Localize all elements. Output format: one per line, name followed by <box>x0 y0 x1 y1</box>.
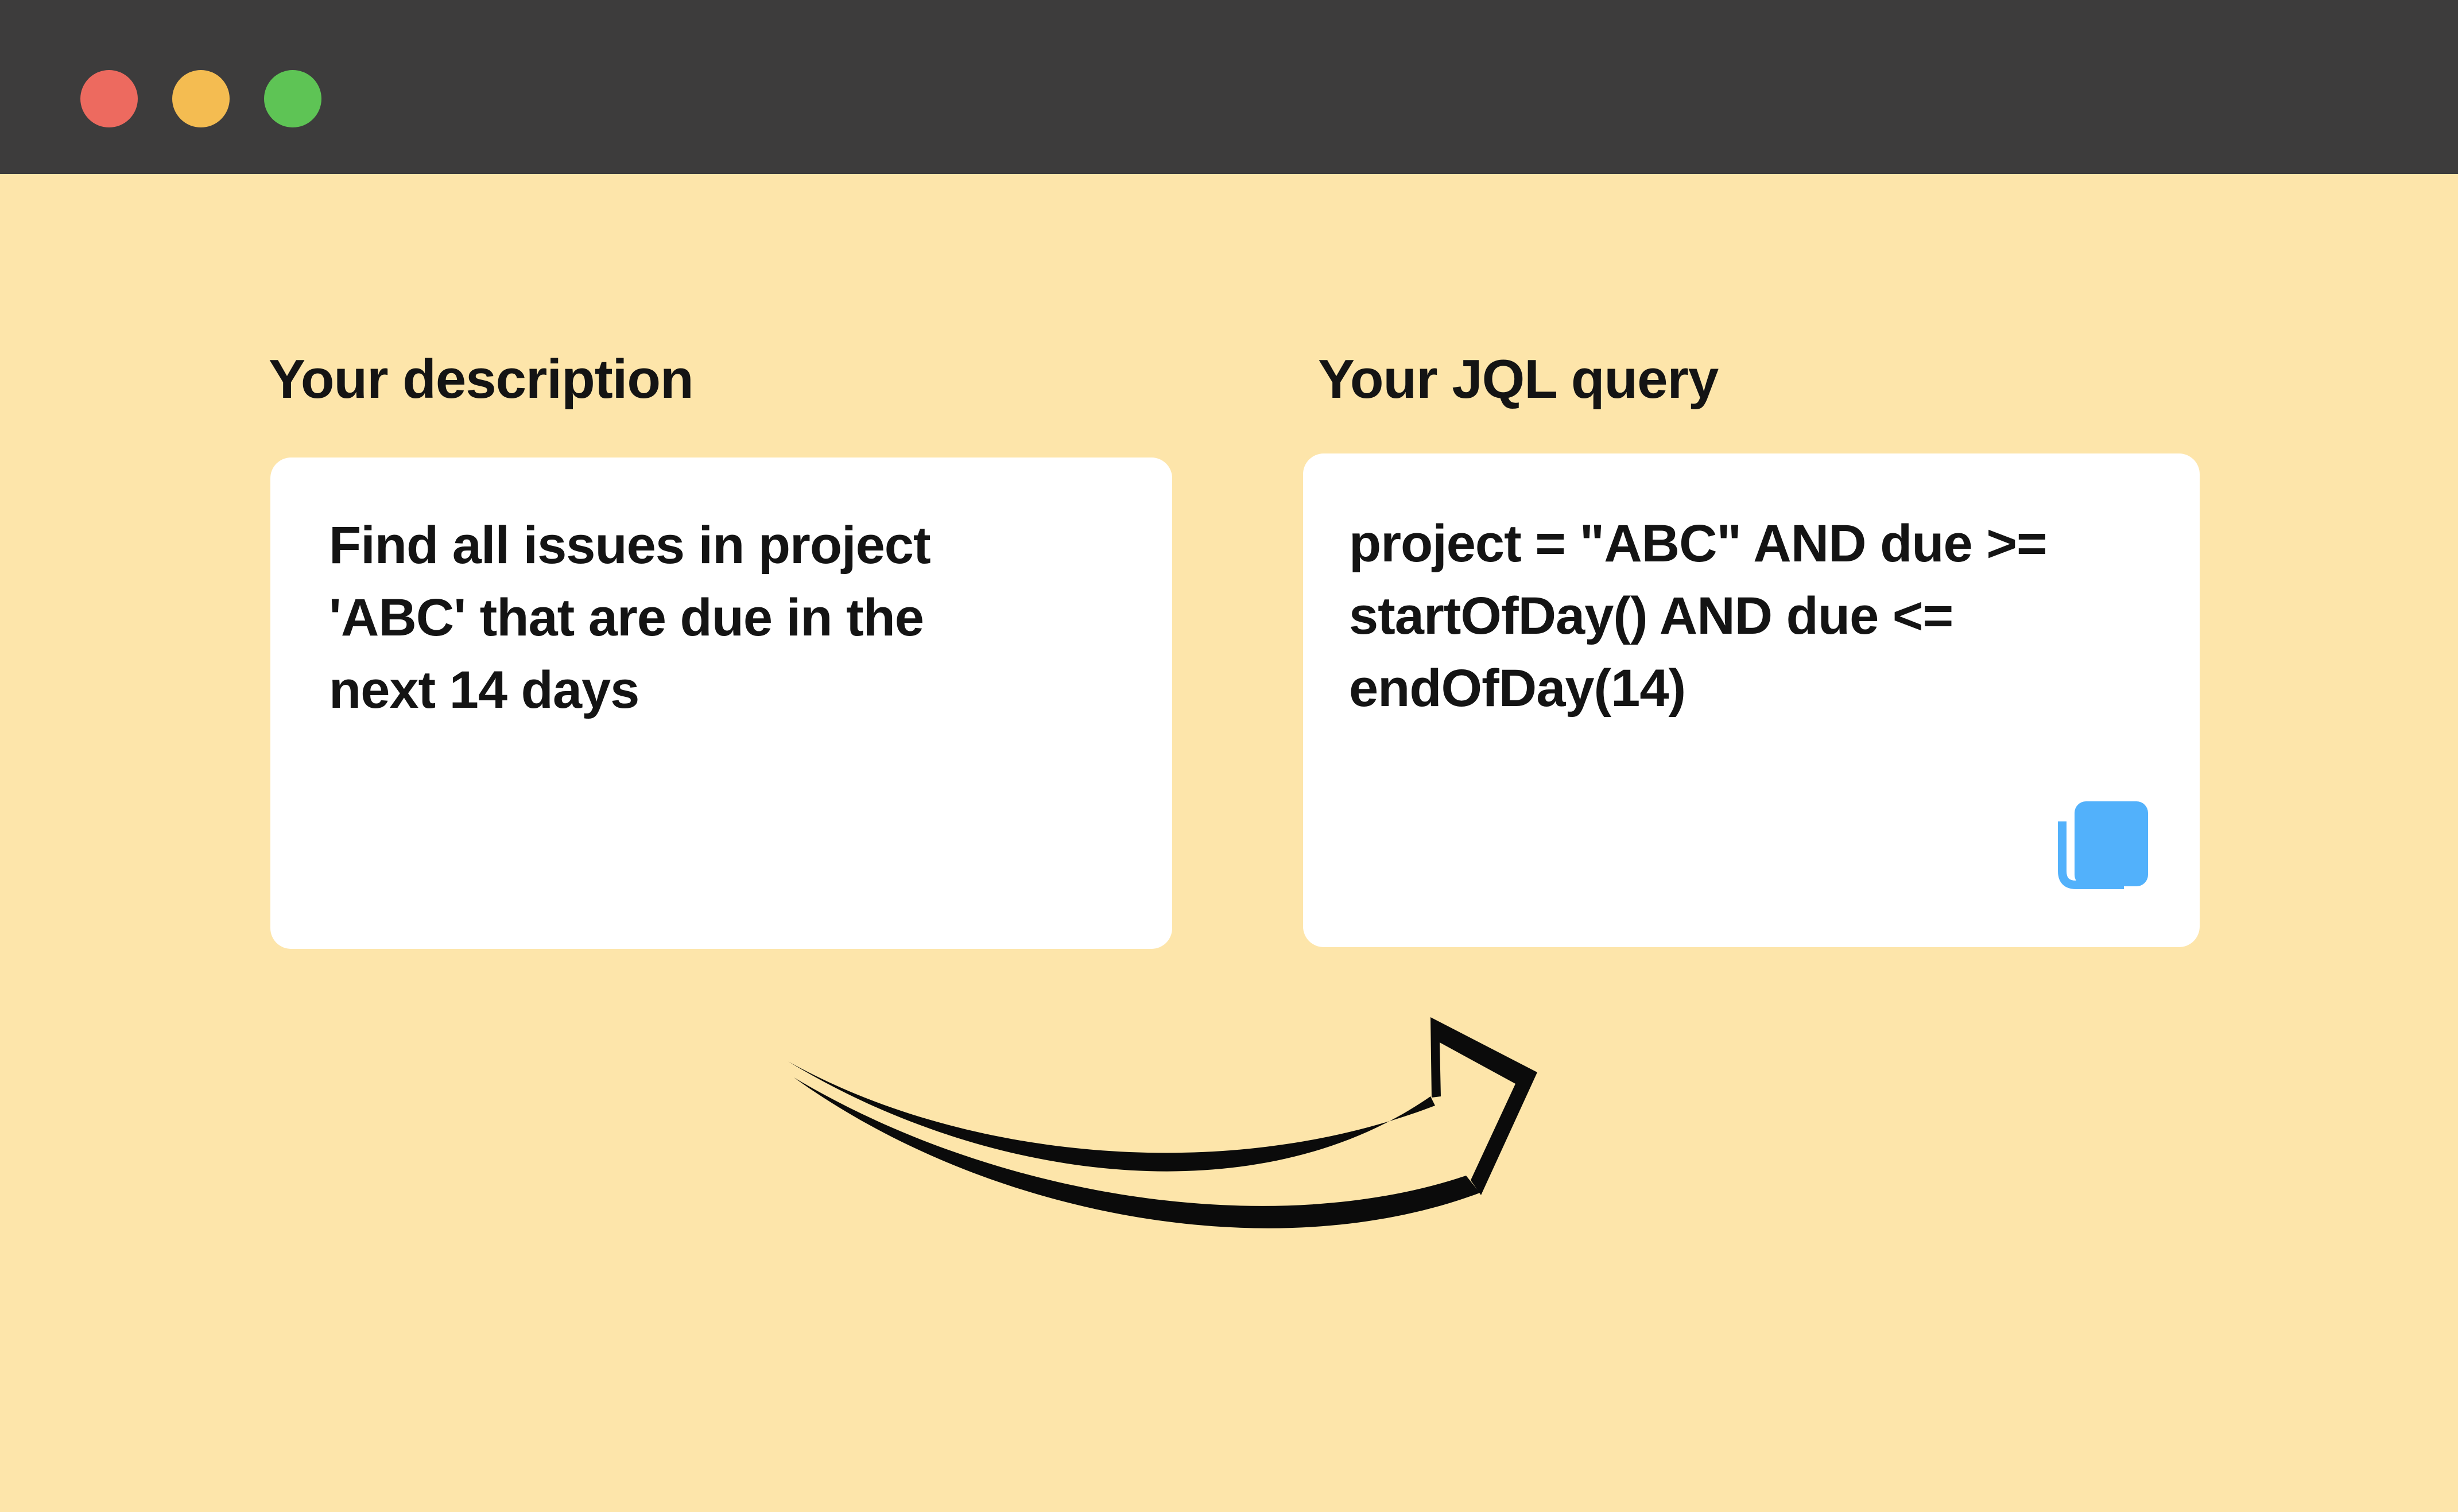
jql-text-line: project = "ABC" AND due >= <box>1349 514 2048 573</box>
description-text-line: Find all issues in project <box>329 516 931 575</box>
description-text-line: next 14 days <box>329 661 639 719</box>
jql-text-line: startOfDay() AND due <= <box>1349 587 1953 645</box>
curved-arrow-icon <box>769 1010 1550 1257</box>
jql-text-line: endOfDay(14) <box>1349 659 1686 718</box>
minimize-window-button[interactable] <box>172 70 230 127</box>
description-card: Find all issues in project 'ABC' that ar… <box>270 458 1172 949</box>
description-text-line: 'ABC' that are due in the <box>329 588 924 647</box>
window-titlebar <box>0 0 2458 174</box>
close-window-button[interactable] <box>80 70 138 127</box>
description-heading: Your description <box>269 348 694 410</box>
maximize-window-button[interactable] <box>264 70 321 127</box>
copy-query-button[interactable] <box>2058 799 2148 891</box>
jql-card: project = "ABC" AND due >= startOfDay() … <box>1303 453 2200 947</box>
copy-icon <box>2058 801 2148 889</box>
jql-heading: Your JQL query <box>1318 348 1719 410</box>
